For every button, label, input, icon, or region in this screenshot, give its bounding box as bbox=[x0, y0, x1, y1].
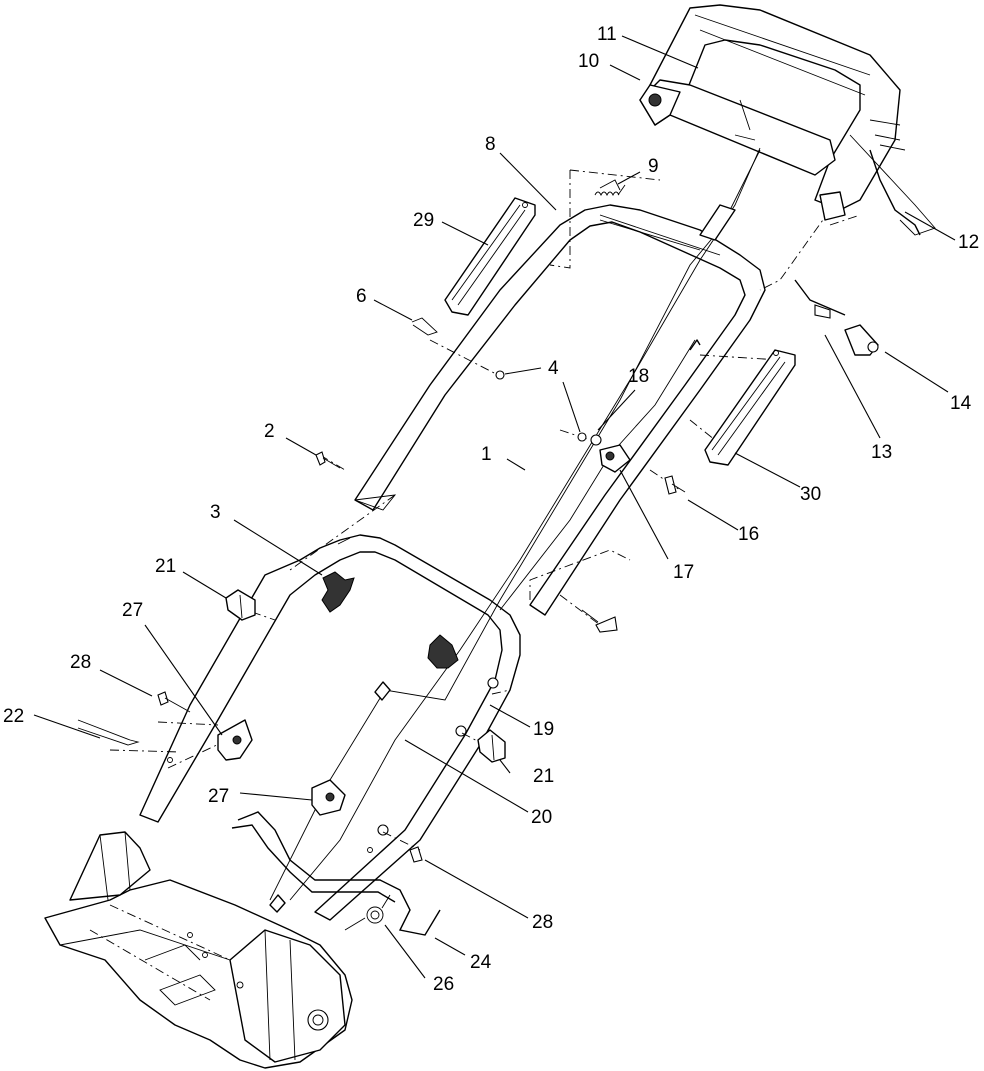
lower-handle bbox=[139, 534, 521, 921]
leader-19 bbox=[489, 704, 531, 728]
callout-16: 16 bbox=[738, 524, 759, 545]
callout-28: 28 bbox=[70, 652, 91, 673]
control-bail-and-handle-top bbox=[639, 4, 936, 236]
handle-knobs bbox=[321, 571, 459, 669]
leader-16 bbox=[687, 499, 739, 531]
latch-rod bbox=[231, 811, 441, 936]
callout-30: 30 bbox=[800, 484, 821, 505]
callout-11: 11 bbox=[597, 24, 617, 45]
leader-3 bbox=[233, 519, 323, 576]
leader-4 bbox=[504, 367, 542, 375]
carriage-bolts bbox=[157, 691, 423, 863]
leader-18 bbox=[597, 389, 636, 431]
callout-17: 17 bbox=[673, 562, 694, 583]
assembly-lines bbox=[109, 169, 861, 851]
callout-24: 24 bbox=[470, 952, 492, 973]
callout-13: 13 bbox=[871, 442, 892, 463]
callout-3: 3 bbox=[210, 502, 221, 523]
leader-4b bbox=[562, 381, 581, 433]
leader-1 bbox=[506, 458, 526, 471]
handle-trim-right bbox=[704, 349, 796, 466]
leader-14 bbox=[884, 351, 949, 393]
callout-18: 18 bbox=[628, 366, 649, 387]
leader-2 bbox=[285, 437, 317, 456]
callout-12: 12 bbox=[958, 232, 979, 253]
callout-1: 1 bbox=[481, 444, 492, 465]
leader-17 bbox=[619, 469, 669, 560]
callout-6: 6 bbox=[356, 286, 367, 307]
nuts-washers bbox=[495, 370, 602, 446]
torsion-spring bbox=[344, 894, 391, 931]
leader-10 bbox=[609, 64, 641, 81]
leader-27 bbox=[144, 624, 223, 736]
callout-10: 10 bbox=[578, 51, 599, 72]
callout-labels: 1 2 3 4 4 6 8 9 10 11 12 13 14 16 17 18 … bbox=[3, 24, 979, 995]
callout-4: 4 bbox=[548, 358, 559, 379]
bail-rod bbox=[869, 149, 921, 236]
callout-20: 20 bbox=[531, 807, 552, 828]
callout-26: 26 bbox=[433, 974, 454, 995]
leader-22 bbox=[33, 714, 101, 739]
leader-21 bbox=[182, 571, 227, 599]
callout-21b: 21 bbox=[533, 766, 554, 787]
upper-handle bbox=[354, 204, 766, 616]
leader-11 bbox=[621, 35, 699, 69]
callout-8: 8 bbox=[485, 134, 496, 155]
leader-9 bbox=[617, 171, 641, 185]
leader-lines bbox=[33, 35, 956, 979]
mower-deck-housing bbox=[44, 831, 353, 1069]
hair-pin bbox=[411, 317, 438, 336]
leader-28b bbox=[424, 859, 529, 919]
callout-27b: 27 bbox=[208, 786, 229, 807]
leader-12 bbox=[904, 211, 956, 241]
callout-2: 2 bbox=[264, 421, 275, 442]
callout-22: 22 bbox=[3, 706, 24, 727]
leader-20 bbox=[404, 739, 529, 813]
cable-adjuster bbox=[794, 279, 879, 356]
leader-27b bbox=[239, 792, 313, 801]
callout-9: 9 bbox=[648, 156, 659, 177]
leader-26 bbox=[384, 924, 426, 979]
leader-29 bbox=[441, 221, 489, 246]
leader-8 bbox=[499, 152, 557, 211]
callout-27: 27 bbox=[122, 600, 143, 621]
leader-24 bbox=[434, 937, 466, 956]
leader-6 bbox=[373, 299, 413, 321]
spring bbox=[594, 179, 626, 197]
control-cables bbox=[269, 147, 761, 901]
handle-brackets bbox=[217, 719, 346, 816]
callout-21: 21 bbox=[155, 556, 176, 577]
cable-guide bbox=[599, 444, 631, 473]
callout-29: 29 bbox=[413, 210, 434, 231]
callout-19: 19 bbox=[533, 719, 554, 740]
callout-14: 14 bbox=[950, 393, 972, 414]
leader-21b bbox=[499, 759, 511, 774]
callout-28b: 28 bbox=[532, 912, 553, 933]
leader-30 bbox=[734, 452, 801, 488]
handle-clamps bbox=[225, 589, 506, 763]
leader-13 bbox=[824, 334, 881, 439]
handle-trim-left bbox=[444, 197, 536, 316]
latch-pin bbox=[77, 719, 140, 746]
bolts bbox=[315, 451, 686, 633]
leader-28 bbox=[99, 669, 153, 697]
cable-fittings bbox=[269, 204, 736, 913]
